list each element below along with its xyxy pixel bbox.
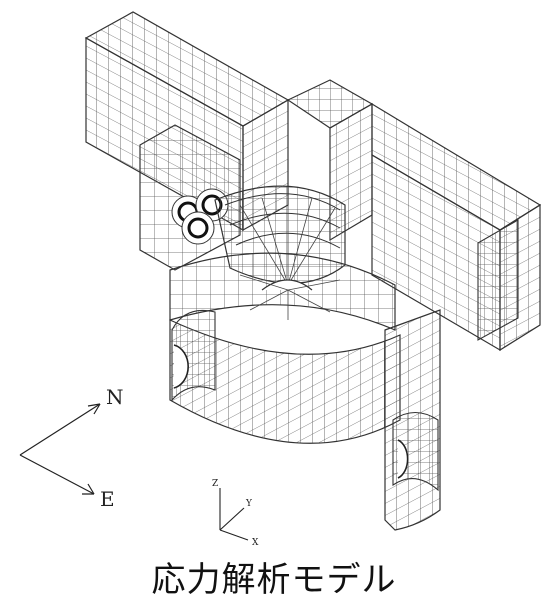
- north-arrow-head: [87, 403, 101, 415]
- coordinate-axes: Z Y X: [212, 479, 259, 548]
- x-axis-label: X: [252, 538, 259, 548]
- y-axis-label: Y: [245, 499, 253, 509]
- east-arrow-head: [82, 483, 95, 495]
- y-axis-line: [219, 507, 245, 531]
- figure-caption: 応力解析モデル: [151, 560, 397, 600]
- right-wing-inner-slot: [477, 219, 519, 341]
- cylinder-inner-opening: [171, 309, 216, 402]
- east-label: E: [100, 487, 115, 511]
- north-arrow-line: [19, 403, 101, 456]
- orientation-compass: N E: [19, 385, 124, 511]
- bolt-holes: [171, 188, 229, 245]
- x-axis-line: [219, 529, 249, 541]
- z-axis-label: Z: [212, 479, 218, 489]
- right-cylinder-leg: [384, 309, 441, 531]
- north-label: N: [106, 385, 124, 409]
- east-arrow-line: [19, 454, 95, 495]
